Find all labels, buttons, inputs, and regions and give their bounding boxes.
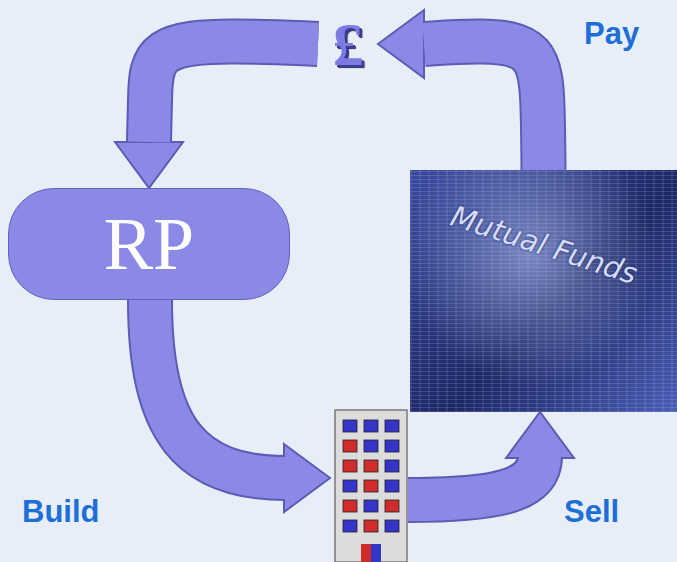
arrow-head	[115, 142, 183, 188]
building-door	[361, 544, 371, 562]
node-text: £	[333, 13, 364, 75]
building-window	[364, 420, 378, 432]
arrow-body	[424, 41, 544, 170]
building-window	[364, 480, 378, 492]
build-arrow	[150, 300, 330, 512]
building-window	[364, 460, 378, 472]
building-door	[371, 544, 381, 562]
node-text: RP	[104, 207, 195, 281]
step-label: Sell	[564, 494, 619, 530]
building-window	[343, 420, 357, 432]
building-window	[343, 520, 357, 532]
building-window	[343, 480, 357, 492]
building-window	[343, 500, 357, 512]
step-label: Build	[22, 494, 100, 530]
arrow-outline	[149, 41, 318, 142]
arrow-label: Pay	[584, 16, 639, 52]
building-window	[385, 460, 399, 472]
building-window	[364, 520, 378, 532]
building-window	[385, 420, 399, 432]
building-window	[385, 500, 399, 512]
sell-arrow	[408, 412, 574, 500]
rounded-box: RP	[8, 188, 290, 300]
picture-box: Mutual Funds	[410, 170, 677, 412]
building-window	[385, 520, 399, 532]
cycle-arrow	[115, 41, 318, 188]
building-window	[385, 480, 399, 492]
arrow-body	[149, 41, 318, 142]
building-window	[343, 440, 357, 452]
arrow-head	[378, 10, 424, 78]
currency-symbol: £	[318, 5, 378, 83]
building-window	[385, 440, 399, 452]
building-window	[343, 460, 357, 472]
cycle-arrow	[378, 10, 544, 170]
building-icon	[335, 410, 407, 562]
building-window	[364, 500, 378, 512]
node-text: Mutual Funds	[446, 199, 641, 291]
arrow-outline	[424, 41, 544, 170]
building-window	[364, 440, 378, 452]
